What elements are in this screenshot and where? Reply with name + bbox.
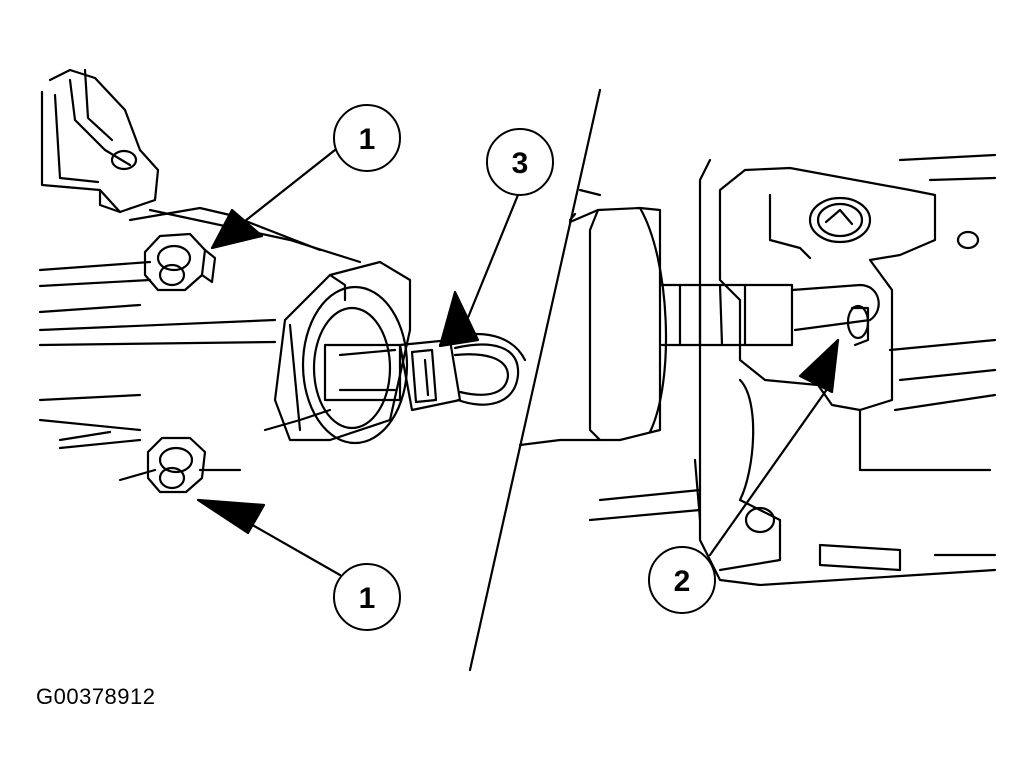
view-divider [468, 88, 602, 672]
callout-label-1-bottom: 1 [359, 582, 376, 615]
right-assembly-view [518, 153, 997, 587]
arrow-nut-top [210, 208, 264, 250]
figure-id: G00378912 [36, 684, 156, 709]
nut-bottom [146, 436, 207, 494]
callout-3: 3 [486, 128, 554, 196]
left-assembly-view [38, 68, 527, 577]
leader-connector [463, 188, 522, 327]
callout-label-3: 3 [512, 147, 529, 180]
actuator-shaft [660, 283, 794, 347]
leader-nut-top [238, 148, 337, 227]
drum-body [518, 206, 662, 447]
nut-top [143, 232, 217, 292]
sensor-face [301, 285, 409, 445]
callout-1-top: 1 [333, 104, 401, 172]
callout-2: 2 [648, 546, 716, 614]
frame-rail [38, 208, 362, 402]
arrow-nut-bottom [196, 498, 266, 535]
callout-label-2: 2 [674, 565, 691, 598]
electrical-connector [398, 332, 527, 412]
callout-1-bottom: 1 [333, 563, 401, 631]
callout-label-1-top: 1 [359, 123, 376, 156]
mount-bracket [718, 166, 937, 412]
upper-bracket [40, 68, 160, 214]
arrow-pin [798, 338, 840, 394]
leader-pin [708, 383, 832, 557]
arrow-connector [438, 290, 480, 348]
